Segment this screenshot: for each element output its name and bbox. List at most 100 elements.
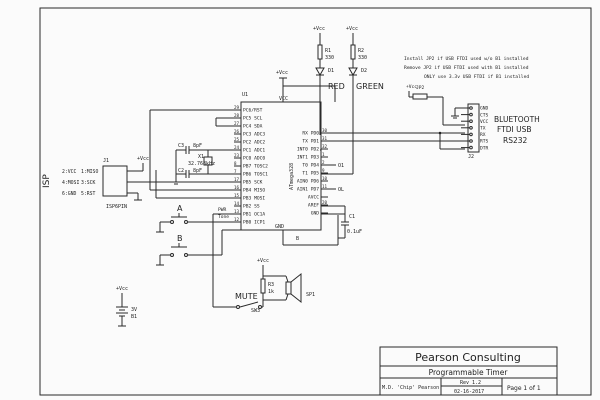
led-vcc-label: +Vcc (313, 26, 325, 32)
ic-pin-number: 17 (234, 177, 240, 182)
j1-body (102, 165, 128, 197)
ic-pin-name: PB0 ICP1 (243, 220, 265, 226)
ic-pin-name: PB1 OC1A (243, 212, 265, 218)
j2-pin-label: CTS (480, 112, 489, 118)
net-ol: OL (338, 187, 344, 193)
ic-pin-number: 14 (234, 201, 240, 206)
r1-ref: R1 (325, 48, 331, 54)
ic-pin-number: 2 (322, 160, 325, 165)
ic-vcc-supply-label: +Vcc (276, 70, 288, 76)
c2-ref: C2 (178, 168, 184, 174)
title-project: Programmable Timer (429, 368, 509, 377)
ic-pin-name: RX PD0 (302, 131, 319, 137)
ic-pin-number: 12 (234, 217, 240, 222)
ic-pin-name: PB4 MISO (243, 188, 265, 194)
title-page: Page 1 of 1 (507, 385, 541, 392)
speaker-vcc: +Vcc (257, 258, 269, 264)
c1-value: 0.1uF (347, 229, 362, 235)
resistor-r2 (350, 44, 356, 60)
ic-pin-name: PC5 SCL (243, 116, 263, 122)
j2-pin (469, 112, 473, 117)
battery-vcc: +Vcc (116, 286, 128, 292)
ic-pin-name: PB3 MOSI (243, 196, 265, 202)
battery-ref: B1 (131, 314, 137, 320)
d1-ref: D1 (328, 68, 334, 74)
c1-ref: C1 (349, 214, 355, 220)
x1-value: 32.768kHz (188, 161, 215, 167)
ic-pin-name: PB2 SS (243, 204, 260, 210)
resistor-r1 (317, 44, 323, 60)
isp-pin-3: 3:SCK (81, 180, 96, 186)
ic-pin-number: 26 (234, 129, 240, 134)
title-company: Pearson Consulting (415, 351, 521, 364)
ic-pin-name: INT0 PD2 (297, 147, 319, 153)
button-a-label: A (177, 204, 183, 213)
ic-pin-number: 10 (322, 176, 328, 181)
j2-pin (469, 126, 473, 130)
title-author: M.D. 'Chip' Pearson (382, 385, 439, 391)
gnd-net-label: B (296, 236, 299, 242)
ic-pin-name: PC1 ADC1 (243, 148, 265, 154)
ic-pin-number: 1 (322, 152, 325, 157)
ic-gnd-label: GND (275, 224, 284, 230)
led-red-circuit: +Vcc R1 330 D1 RED (313, 26, 345, 135)
ic-pin-name: AIN0 PD6 (297, 179, 319, 185)
r1-value: 330 (325, 55, 334, 61)
ic-pin-name: PB5 SCK (243, 180, 263, 186)
ic-pin-number: 23 (234, 153, 240, 158)
j1-name: ISP6PIN (106, 204, 127, 210)
ic-pin-number: 29 (234, 105, 240, 110)
ic-pin-number: 13 (234, 209, 240, 214)
bt-title-1: BLUETOOTH (494, 115, 540, 124)
note-2: Remove JP2 if USB FTDI used with B1 inst… (404, 65, 529, 71)
ic-pin-number: 30 (322, 128, 328, 133)
c3-value: 8pF (193, 143, 202, 149)
sheet-border (39, 7, 592, 396)
ic-vcc-pin-label: VCC (279, 96, 288, 102)
ic-pin-number: 7 (234, 169, 237, 174)
speaker-cone (290, 272, 302, 304)
j2-pin-label: TX (480, 126, 486, 132)
ic-pin-number: 8 (234, 161, 237, 166)
j2-pin-label: VCC (480, 119, 489, 125)
ic-pin-number: 25 (234, 137, 240, 142)
red-led-label: RED (328, 82, 345, 91)
ic-pin-name: T1 PD5 (302, 171, 319, 177)
ic-pin-number: 16 (234, 185, 240, 190)
d2-ref: D2 (361, 68, 367, 74)
button-b: B (156, 229, 241, 266)
button-a: A (156, 204, 241, 233)
j2-pin-label: DTR (480, 145, 489, 151)
sp1-ref: SP1 (306, 292, 315, 298)
ic-pin-name: INT1 PD3 (297, 155, 319, 161)
j2-pin (469, 132, 473, 137)
isp-vcc: +Vcc (137, 156, 149, 162)
ic-pin-number: 9 (322, 168, 325, 173)
ic-pin-name: TX PD1 (302, 139, 319, 145)
ic-pin-number: 20 (322, 200, 328, 205)
resistor-r3 (260, 278, 266, 294)
sw3-ref: SW3 (251, 308, 260, 314)
title-date: 02-16-2017 (454, 389, 484, 395)
led-d2-symbol (348, 67, 358, 77)
j2-pin-label: RX (480, 132, 486, 138)
ic-pin-number: 27 (234, 121, 240, 126)
isp-pin-2: 2:VCC (62, 169, 77, 175)
ic-pin-number: 15 (234, 193, 240, 198)
isp-label: ISP (42, 174, 52, 188)
pwr-net-label: PWR (218, 207, 227, 213)
jp2-ref: JP2 (416, 85, 425, 91)
ic-pin-number: 28 (234, 113, 240, 118)
j2-pin-label: GND (480, 106, 489, 112)
led2-vcc-label: +Vcc (346, 26, 358, 32)
note-1: Install JP2 if USB FTDI used w/o B1 inst… (404, 56, 529, 62)
j2-pin (469, 106, 473, 110)
bt-title-2: FTDI USB (497, 125, 532, 134)
j2-pin (469, 145, 473, 150)
ic-pin-number: 31 (322, 136, 328, 141)
j2-pin (469, 139, 473, 143)
ic-pin-name: GND (311, 211, 320, 217)
